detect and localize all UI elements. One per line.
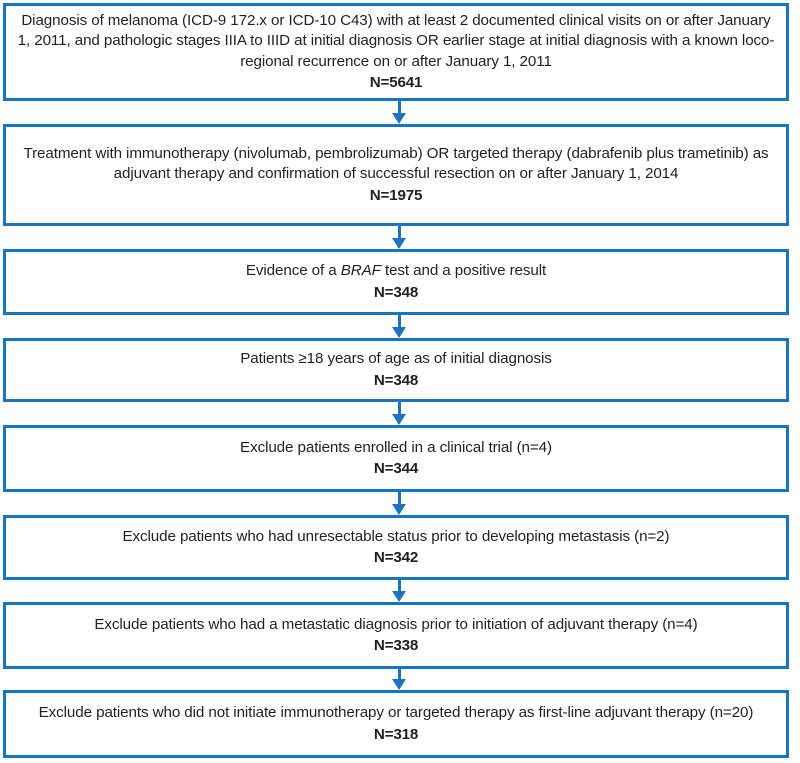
flow-node-text: Exclude patients who did not initiate im… (38, 704, 754, 721)
flow-node-count: N=344 (373, 460, 419, 477)
flow-node-count: N=348 (373, 371, 419, 389)
flow-arrow-down-icon (392, 101, 406, 124)
flow-node-patients-18-years-or-older: Patients ≥18 years of age as of initial … (3, 338, 789, 402)
flow-node-text: Exclude patients who had unresectable st… (122, 527, 670, 545)
flow-node-text-prefix: Evidence of a (245, 262, 341, 279)
flow-arrow-down-icon (392, 492, 406, 515)
flow-node-text: Diagnosis of melanoma (ICD-9 172.x or IC… (17, 11, 775, 70)
flow-node-treatment-with-immunotherapy: Treatment with immunotherapy (nivolumab,… (3, 124, 789, 226)
flow-node-text: Exclude patients who had a metastatic di… (94, 615, 698, 633)
flow-node-count: N=5641 (369, 74, 423, 91)
flow-arrow-down-icon (392, 226, 406, 249)
flow-node-exclude-metastatic-diagnosis: Exclude patients who had a metastatic di… (3, 602, 789, 669)
flow-node-exclude-clinical-trial: Exclude patients enrolled in a clinical … (3, 425, 789, 492)
flow-arrow-down-icon (392, 402, 406, 425)
flow-node-text: Patients ≥18 years of age as of initial … (240, 350, 552, 367)
flow-node-exclude-unresectable-status: Exclude patients who had unresectable st… (3, 515, 789, 580)
flow-node-text: Treatment with immunotherapy (nivolumab,… (23, 144, 769, 183)
gene-name-braf: BRAF (340, 262, 381, 279)
flow-arrow-down-icon (392, 315, 406, 338)
flow-node-exclude-not-first-line-adjuvant: Exclude patients who did not initiate im… (3, 690, 789, 758)
flow-node-count: N=338 (373, 637, 419, 654)
flow-node-text: Exclude patients enrolled in a clinical … (240, 438, 552, 456)
flow-node-diagnosis-of-melanoma: Diagnosis of melanoma (ICD-9 172.x or IC… (3, 3, 789, 101)
flow-node-text-suffix: test and a positive result (380, 262, 547, 279)
flow-node-text: Evidence of a BRAF test and a positive r… (236, 261, 556, 282)
flow-node-count: N=318 (373, 725, 419, 743)
flow-node-count: N=348 (373, 283, 419, 301)
flow-node-count: N=1975 (369, 186, 423, 204)
flow-arrow-down-icon (392, 669, 406, 690)
flow-node-braf-test-positive: Evidence of a BRAF test and a positive r… (3, 249, 789, 315)
flow-arrow-down-icon (392, 580, 406, 602)
flow-node-count: N=342 (373, 549, 419, 566)
